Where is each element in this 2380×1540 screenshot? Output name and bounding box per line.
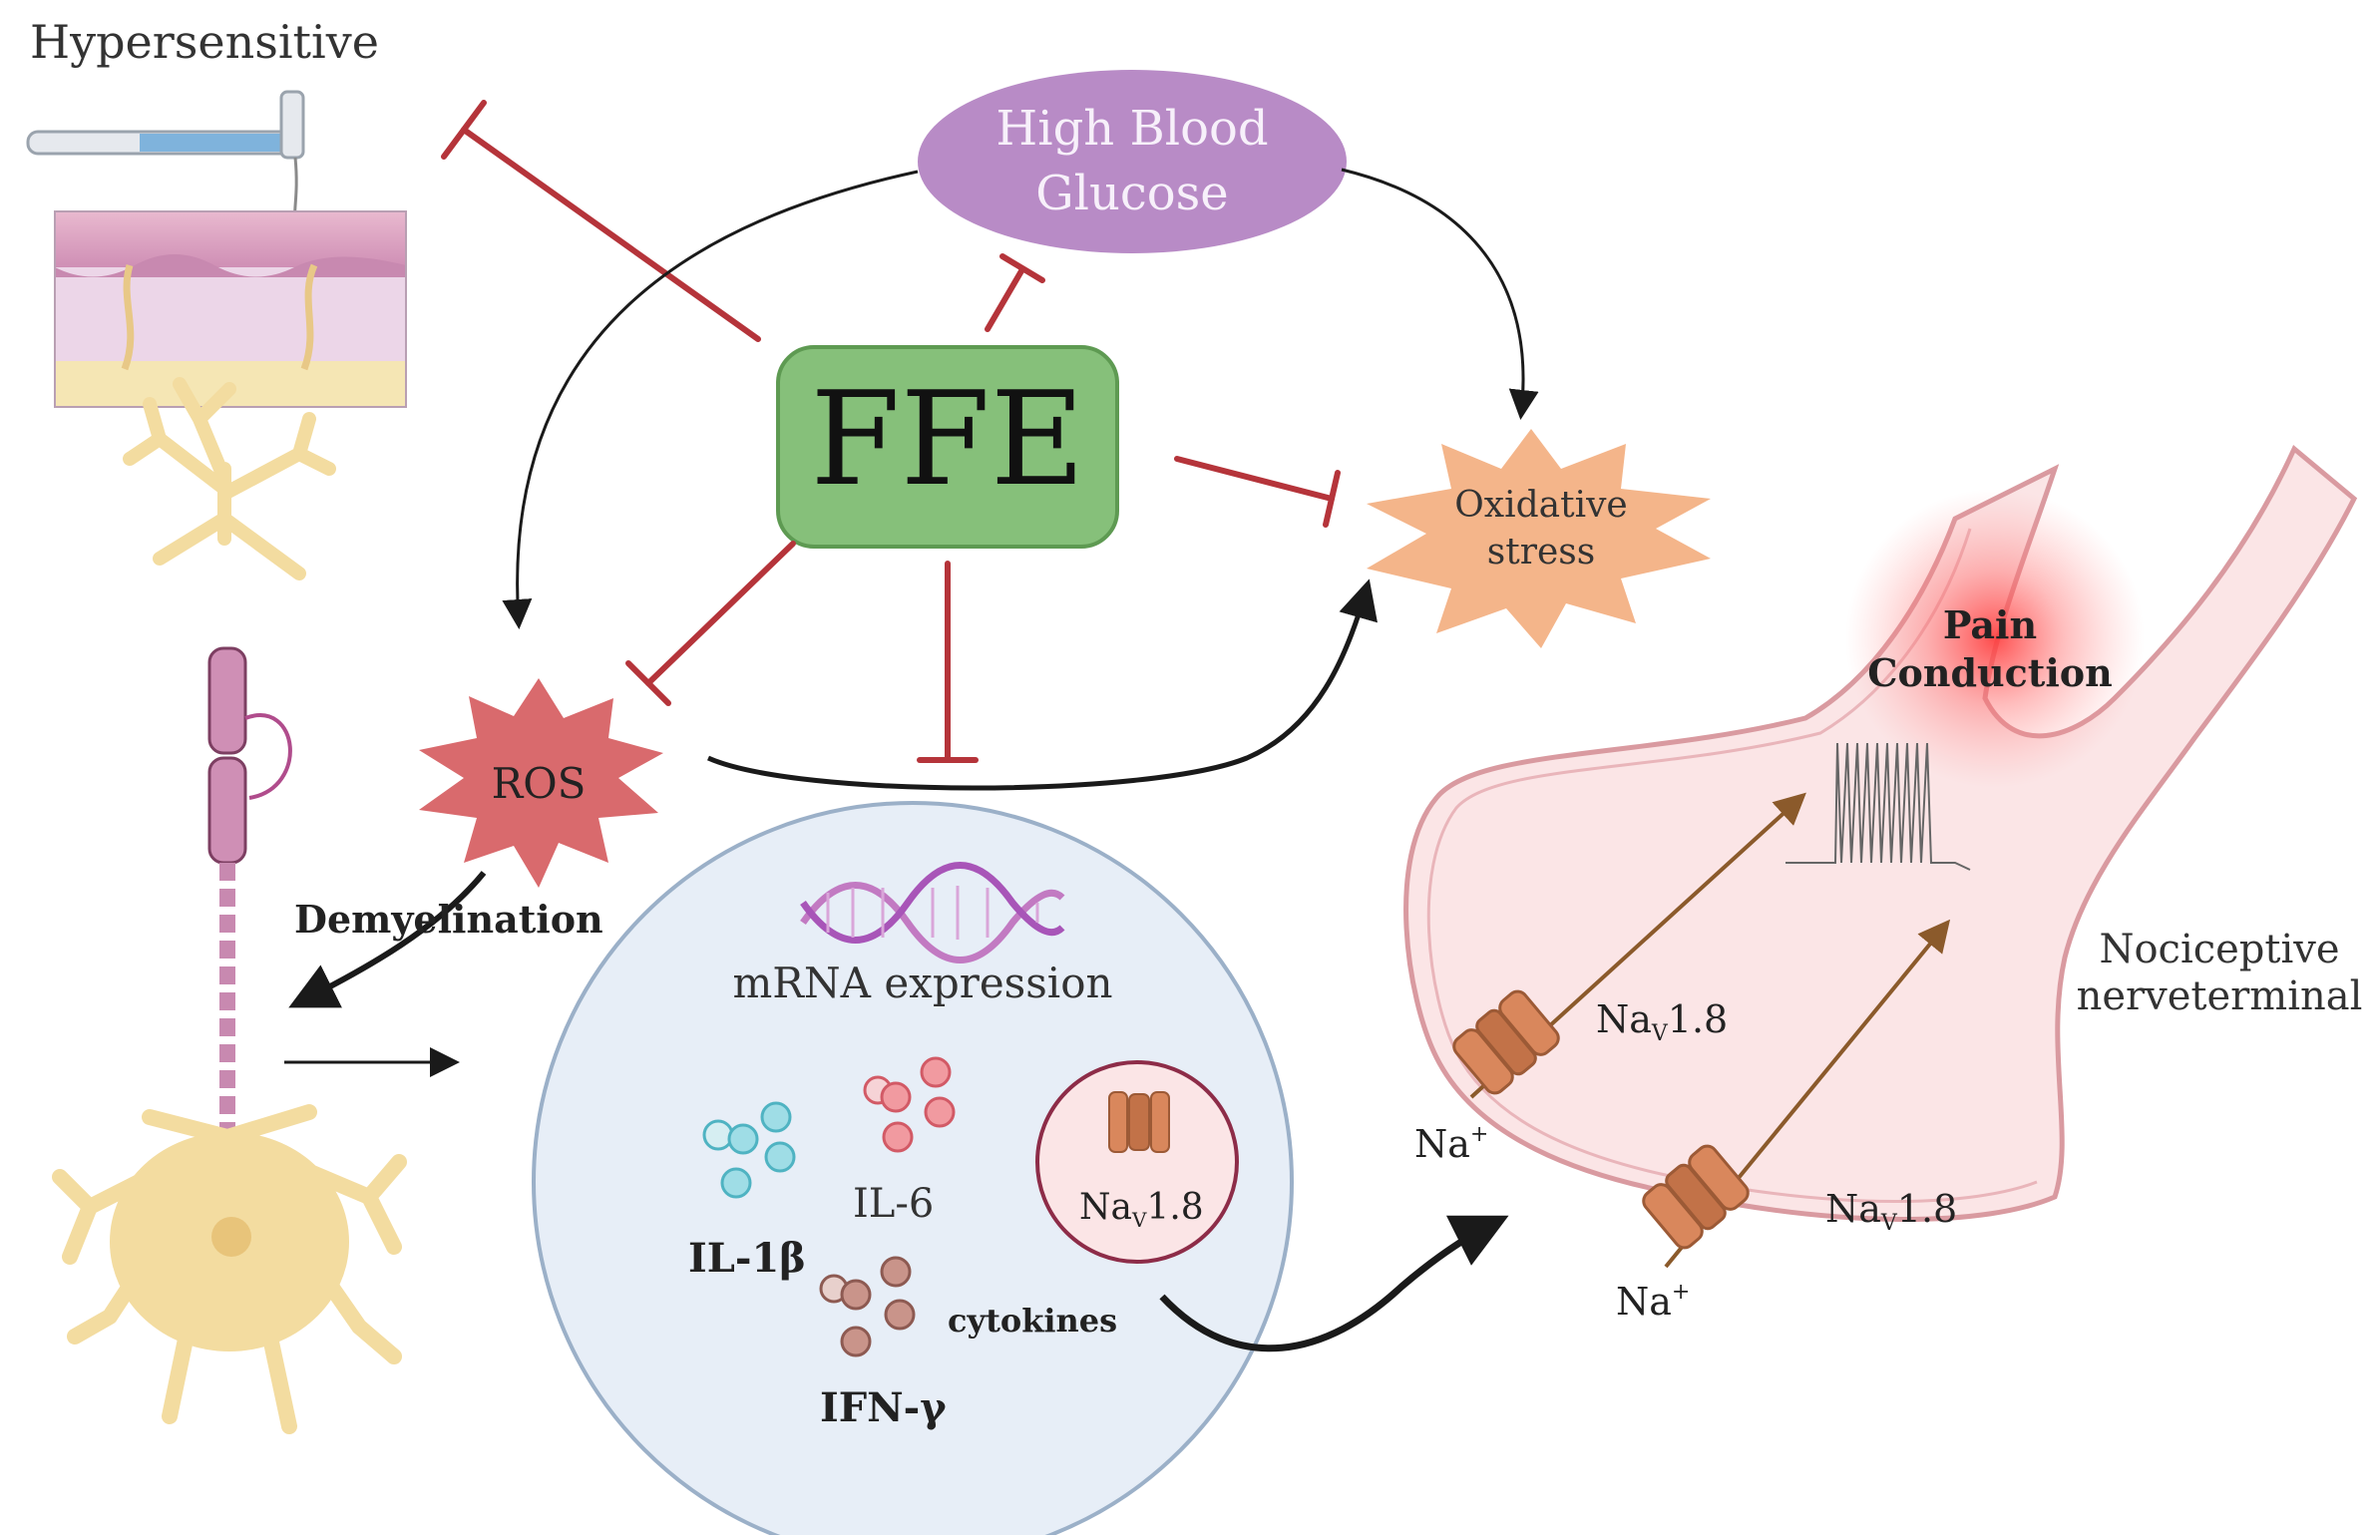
oxidative-stress-node: Oxidative stress	[1367, 429, 1711, 648]
skin-wave	[55, 254, 406, 277]
nociceptive-terminal: Pain Conduction NaV1.8 NaV1.8 Na+	[1403, 444, 2363, 1324]
arrow-glucose-to-oxidative	[1341, 168, 1539, 420]
demyelination-label: Demyelination	[294, 897, 603, 942]
na-ion-label-1: Na+	[1414, 1122, 1488, 1166]
inhibit-hypersensitive-bar	[441, 100, 487, 160]
na-ion-charge: +	[1672, 1280, 1690, 1305]
nav-label-cell: NaV1.8	[1079, 1187, 1204, 1232]
ifng-molecules	[819, 1256, 916, 1357]
ros-label: ROS	[492, 759, 587, 808]
ros-node: ROS	[419, 678, 663, 888]
von-frey-grip	[140, 134, 289, 152]
il6-label: IL-6	[853, 1181, 934, 1227]
nociceptive-label-line2: nerveterminal	[2077, 973, 2363, 1019]
nav-label-channel-2: NaV1.8	[1825, 1187, 1957, 1236]
dna-helix-rungs	[826, 886, 1039, 940]
il6-molecules	[863, 1056, 956, 1153]
na-ion-base: Na	[1414, 1122, 1470, 1166]
glucose-label-line2: Glucose	[1035, 166, 1228, 221]
oxidative-label-line1: Oxidative	[1454, 485, 1627, 526]
von-frey-head	[279, 90, 305, 160]
inhibit-glucose	[985, 266, 1025, 332]
arrow-glucose-to-ros	[502, 170, 919, 629]
high-blood-glucose: High Blood Glucose	[918, 70, 1347, 253]
mrna-expression-label: mRNA expression	[732, 959, 1112, 1007]
arrow-cell-to-terminal	[1159, 1215, 1509, 1352]
ros-starburst	[419, 678, 663, 888]
inhibit-ros	[645, 541, 796, 686]
nociceptive-label-line1: Nociceptive	[2099, 927, 2339, 972]
nav-label-base: Na	[1596, 997, 1652, 1041]
oxidative-starburst	[1367, 429, 1711, 648]
dna-helix-strand-b	[800, 862, 1065, 944]
pain-glow	[1845, 489, 2145, 788]
na-ion-label-2: Na+	[1616, 1280, 1690, 1324]
nav-label-sub: V	[1880, 1211, 1898, 1236]
skin-outline	[54, 210, 407, 408]
neuron-illustration	[52, 377, 407, 1434]
hypersensitive-illustration: Hypersensitive	[26, 15, 407, 408]
nav-channel-1	[1452, 989, 1560, 1095]
arrow-ros-to-oxidative	[706, 578, 1378, 791]
nav-label-channel-1: NaV1.8	[1596, 997, 1728, 1046]
nav-label-suffix: 1.8	[1146, 1187, 1203, 1228]
na-ion-base: Na	[1616, 1280, 1672, 1324]
inhibit-ros-bar	[625, 660, 671, 706]
schwann-loop	[244, 713, 292, 800]
dna-helix-strand-a	[800, 882, 1065, 963]
activation-arrows	[284, 168, 1539, 1352]
myelin-segment-1	[207, 646, 247, 755]
il1b-molecules	[702, 1101, 796, 1199]
glucose-label-line1: High Blood	[995, 101, 1268, 157]
nav-channel-icon	[1108, 1091, 1170, 1153]
nav-channel-2	[1642, 1144, 1750, 1250]
action-potential-trace	[1785, 742, 1971, 871]
nav-expression-circle	[1035, 1060, 1239, 1264]
arrow-ros-to-neuron	[288, 871, 487, 1008]
cell-circle	[532, 801, 1294, 1540]
hypersensitive-label: Hypersensitive	[30, 15, 379, 69]
inhibit-hypersensitive	[461, 127, 761, 342]
oxidative-label-line2: stress	[1487, 532, 1595, 573]
inhibit-glucose-bar	[999, 253, 1045, 283]
pain-label-line1: Pain	[1943, 602, 2037, 647]
nav-label-sub: V	[1651, 1021, 1669, 1046]
nav-label-sub: V	[1131, 1208, 1147, 1232]
glucose-ellipse	[918, 70, 1347, 253]
nerve-membrane-inner	[1426, 528, 2038, 1203]
il1b-label: IL-1β	[688, 1235, 806, 1282]
inhibition-connectors	[441, 100, 1341, 763]
neuron-nucleus	[211, 1217, 251, 1257]
skin-nerve-2	[300, 263, 318, 371]
skin-nerve-1	[121, 264, 135, 371]
cytokines-label: cytokines	[948, 1302, 1117, 1340]
cell-expression-circle: mRNA expression IL-1β IL-6 cytokine	[532, 801, 1294, 1540]
nav-label-suffix: 1.8	[1897, 1187, 1957, 1231]
inhibit-oxidative	[1174, 456, 1335, 502]
ffe-box	[776, 345, 1119, 549]
ifng-label: IFN-γ	[820, 1384, 947, 1431]
neuron-dendrites-top	[123, 377, 336, 580]
inhibit-oxidative-bar	[1323, 470, 1341, 528]
pain-label-line2: Conduction	[1867, 650, 2113, 695]
nav-label-base: Na	[1825, 1187, 1881, 1231]
nav-label-base: Na	[1079, 1187, 1132, 1228]
ffe-node: FFE	[776, 345, 1119, 549]
ffe-label: FFE	[810, 363, 1084, 515]
myelin-segment-2	[207, 756, 247, 865]
na-ion-charge: +	[1470, 1122, 1488, 1147]
nav-label-suffix: 1.8	[1668, 997, 1728, 1041]
